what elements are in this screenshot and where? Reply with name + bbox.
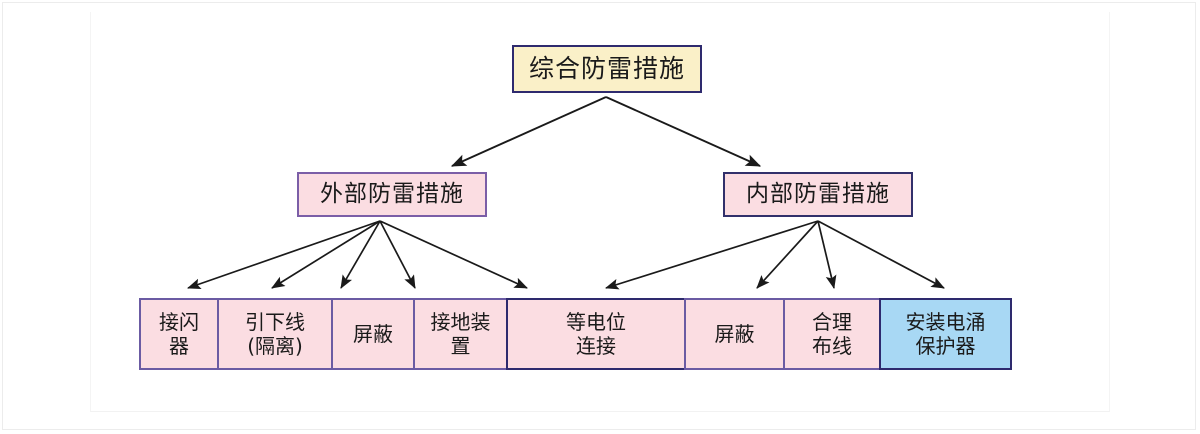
arrow-external-to-jiedizhuangzhi: [379, 220, 416, 289]
leaf-install-spd[interactable]: 安装电涌 保护器: [879, 298, 1012, 370]
arrow-root-to-external: [450, 96, 607, 167]
arrow-internal-to-pingbi: [756, 220, 819, 289]
leaf-shielding-external[interactable]: 屏蔽: [331, 298, 415, 370]
arrow-internal-to-spd: [817, 220, 945, 289]
arrow-external-to-pingbi: [340, 220, 381, 289]
node-root-comprehensive-lightning-protection[interactable]: 综合防雷措施: [512, 45, 702, 93]
leaf-equipotential-bonding[interactable]: 等电位 连接: [506, 298, 686, 370]
node-branch-external-lightning-protection[interactable]: 外部防雷措施: [297, 172, 487, 217]
arrow-internal-to-dengdianwei: [605, 220, 819, 290]
arrow-root-to-internal: [605, 96, 762, 167]
arrow-external-to-dengdianwei: [379, 220, 528, 289]
watermark-artifact: [630, 1, 700, 15]
leaf-down-conductor[interactable]: 引下线 (隔离): [217, 298, 333, 370]
leaf-earthing-device[interactable]: 接地装 置: [413, 298, 508, 370]
leaf-air-termination[interactable]: 接闪 器: [139, 298, 219, 370]
arrow-internal-to-heli-buxian: [817, 220, 837, 289]
leaf-reasonable-wiring[interactable]: 合理 布线: [783, 298, 881, 370]
leaf-shielding-internal[interactable]: 屏蔽: [684, 298, 785, 370]
leaf-node-row: 接闪 器 引下线 (隔离) 屏蔽 接地装 置 等电位 连接 屏蔽 合理 布线 安…: [139, 298, 1012, 370]
arrow-external-to-yinxiaxian: [271, 220, 381, 289]
arrow-external-to-jieshanqi: [187, 220, 381, 289]
node-branch-internal-lightning-protection[interactable]: 内部防雷措施: [723, 172, 913, 217]
